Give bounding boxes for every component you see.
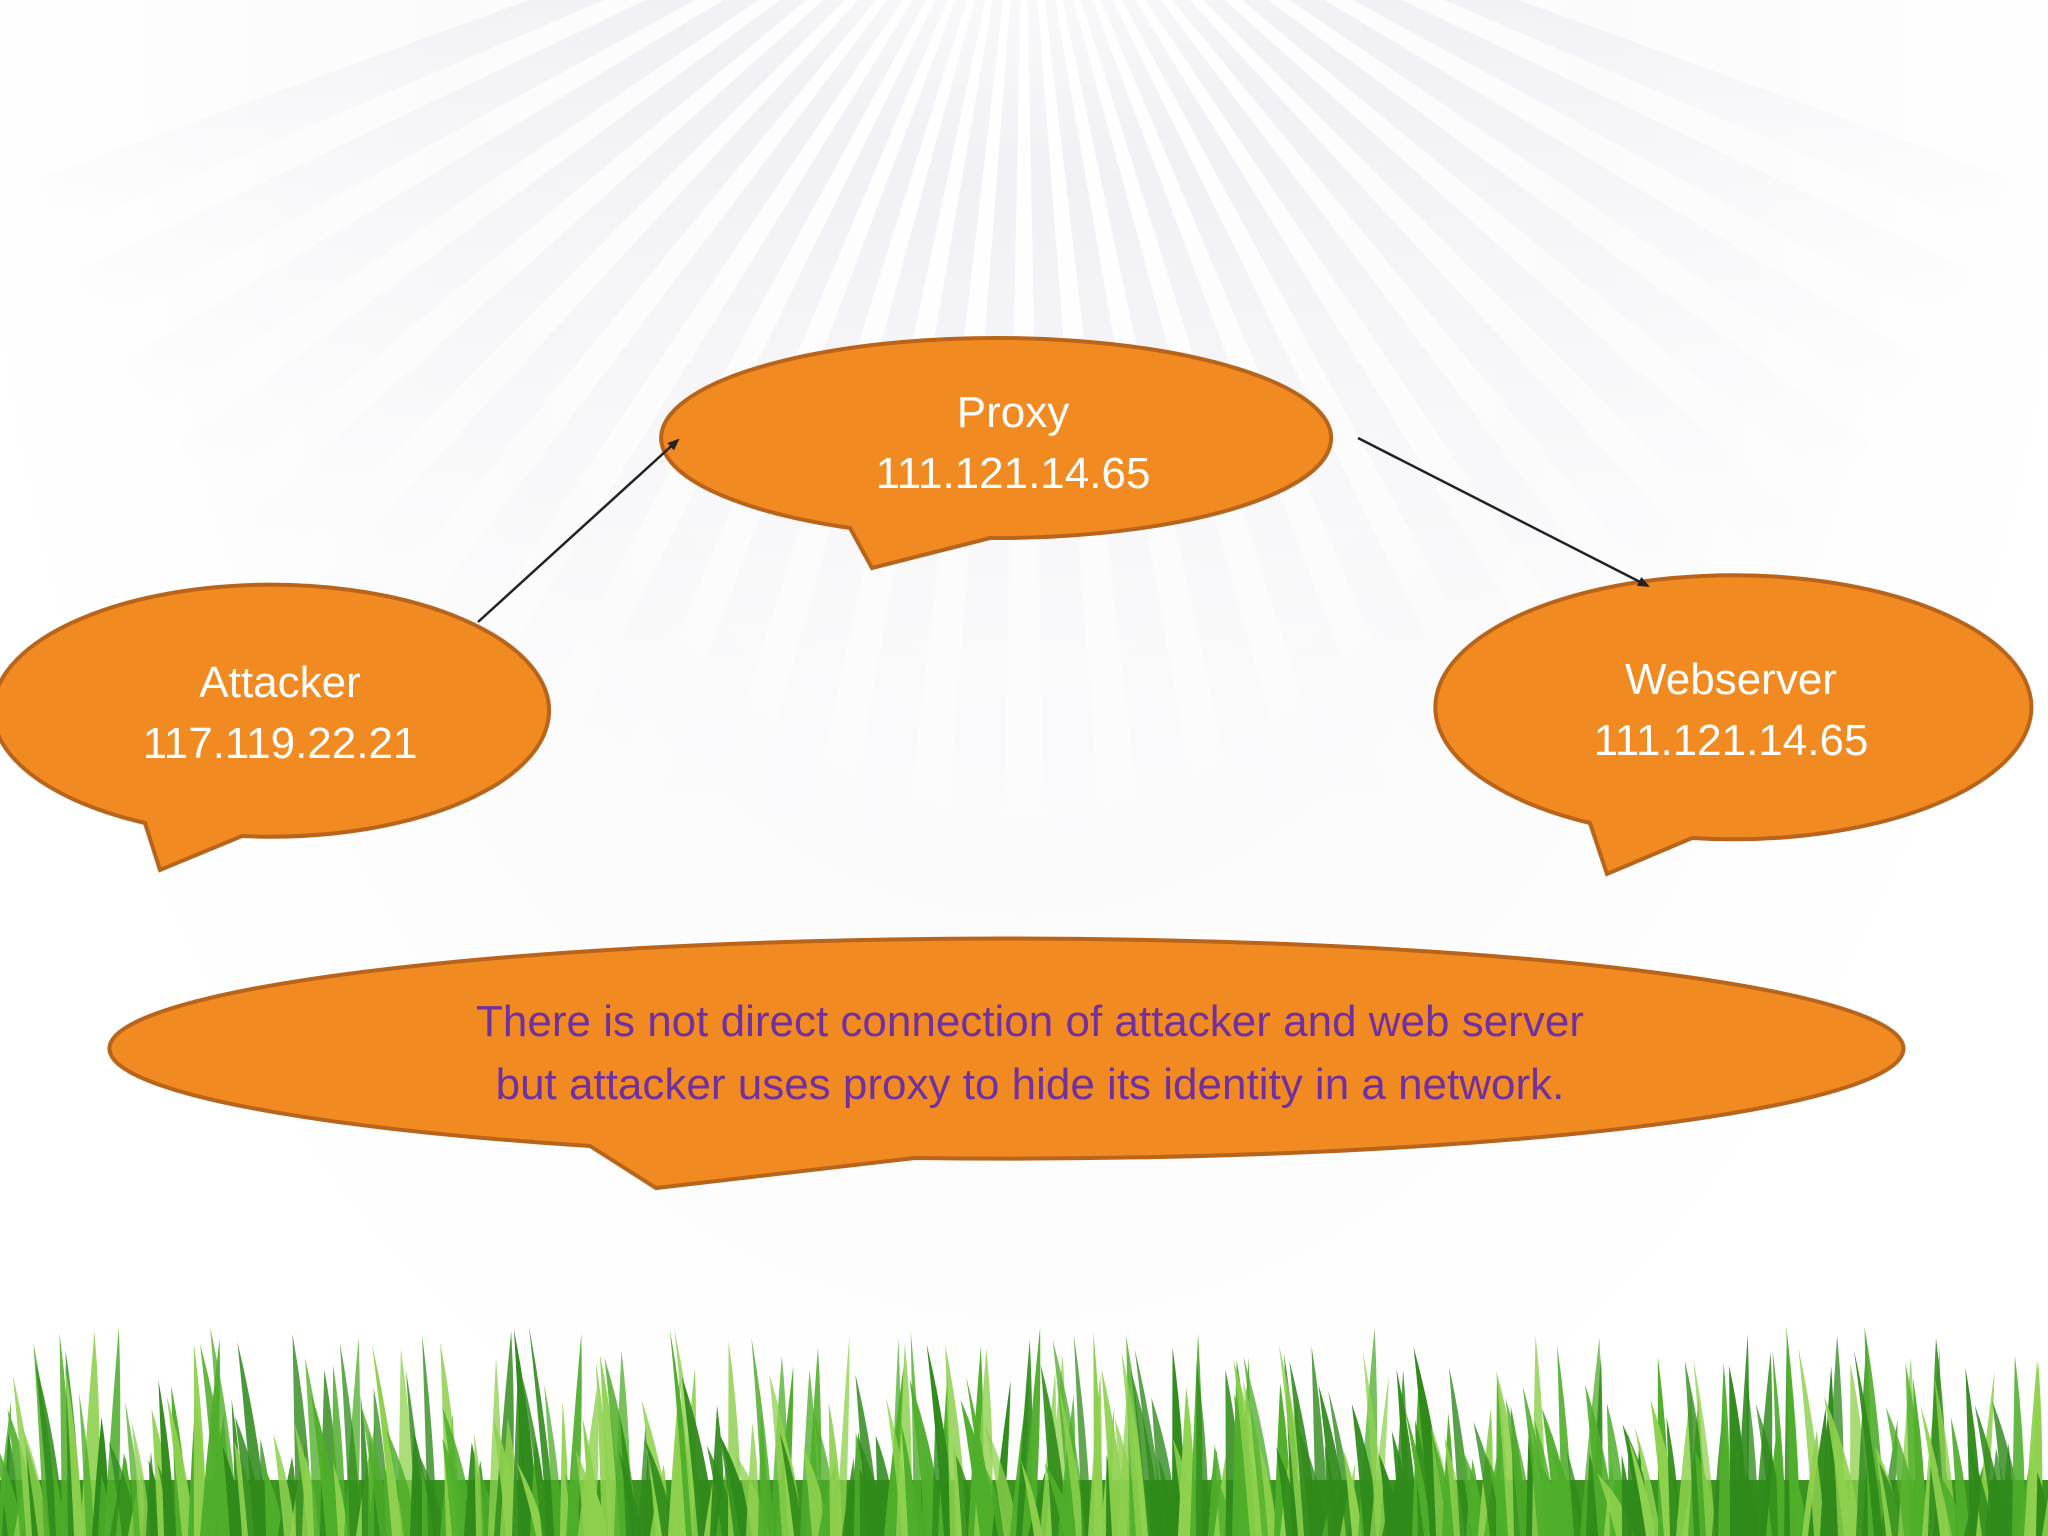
arrow-attacker-to-proxy (478, 440, 678, 622)
proxy-ip: 111.121.14.65 (813, 443, 1213, 504)
attacker-name: Attacker (80, 652, 480, 713)
attacker-label: Attacker 117.119.22.21 (80, 652, 480, 774)
proxy-name: Proxy (813, 382, 1213, 443)
note-line-2: but attacker uses proxy to hide its iden… (330, 1053, 1730, 1116)
webserver-name: Webserver (1531, 649, 1931, 710)
attacker-ip: 117.119.22.21 (80, 713, 480, 774)
arrow-proxy-to-webserver (1358, 438, 1648, 586)
proxy-label: Proxy 111.121.14.65 (813, 382, 1213, 504)
webserver-label: Webserver 111.121.14.65 (1531, 649, 1931, 771)
webserver-ip: 111.121.14.65 (1531, 710, 1931, 771)
note-text: There is not direct connection of attack… (330, 990, 1730, 1116)
note-line-1: There is not direct connection of attack… (330, 990, 1730, 1053)
